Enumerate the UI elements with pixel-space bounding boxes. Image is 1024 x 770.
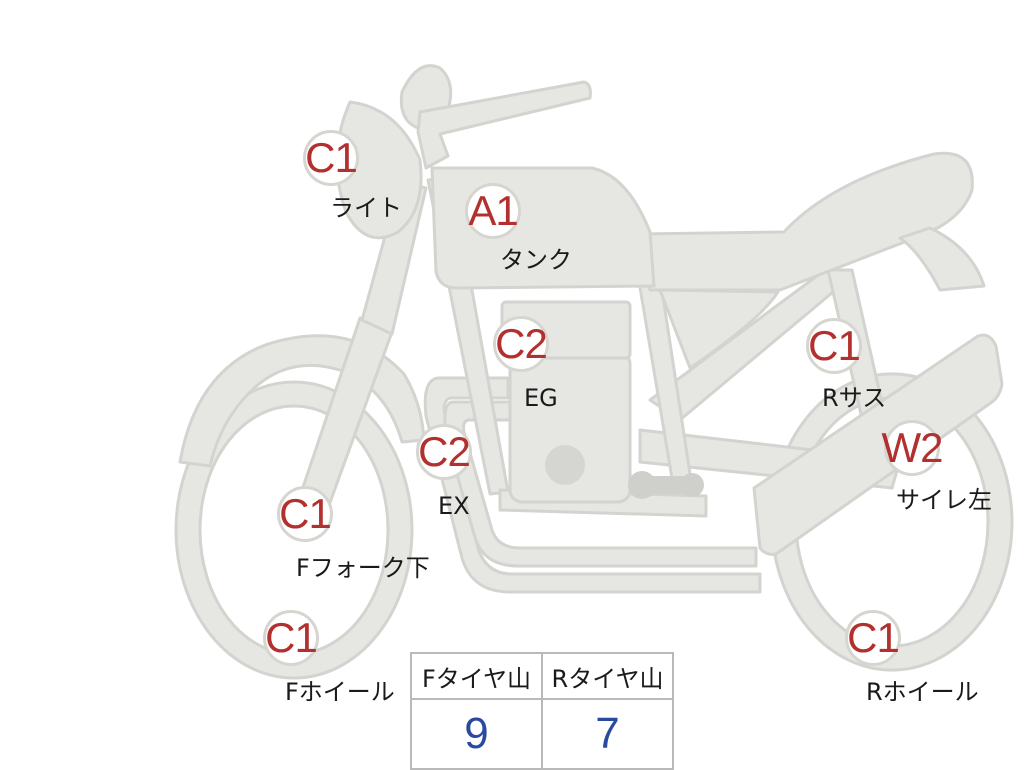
front-tread-value: 9 (410, 698, 543, 770)
label-muffler-left: サイレ左 (896, 486, 992, 514)
label-front-fork: Fフォーク下 (296, 554, 430, 582)
exhaust-upper-shape (423, 376, 762, 594)
grade-marker-light[interactable]: C1 (303, 130, 359, 186)
rear-cowl-shape (898, 226, 986, 292)
grade-marker-tank[interactable]: A1 (465, 183, 521, 239)
grade-marker-rear-suspension[interactable]: C1 (806, 318, 862, 374)
label-rear-wheel: Rホイール (866, 678, 979, 706)
grade-marker-exhaust[interactable]: C2 (416, 424, 472, 480)
muffler-shape (752, 333, 1004, 556)
grade-marker-muffler-left[interactable]: W2 (882, 420, 944, 476)
label-rear-suspension: Rサス (822, 384, 887, 412)
label-front-wheel: Fホイール (285, 678, 395, 706)
footpeg-knob-2-shape (680, 473, 704, 497)
footpeg-knob-shape (628, 471, 656, 499)
grade-marker-front-wheel[interactable]: C1 (263, 610, 319, 666)
rear-tread-value: 7 (541, 698, 674, 770)
label-tank: タンク (500, 246, 572, 274)
grade-marker-front-fork[interactable]: C1 (277, 486, 333, 542)
grade-marker-rear-wheel[interactable]: C1 (845, 610, 901, 666)
handlebar-shape (416, 80, 592, 170)
side-panel-shape (658, 288, 780, 370)
label-engine: EG (524, 384, 558, 412)
tire-tread-table: Fタイヤ山 Rタイヤ山 9 7 (410, 652, 674, 770)
seat-shape (636, 151, 974, 292)
grade-marker-engine[interactable]: C2 (493, 316, 549, 372)
label-exhaust: EX (438, 492, 470, 520)
engine-cover-shape (545, 445, 585, 485)
label-light: ライト (330, 194, 402, 222)
front-tread-header: Fタイヤ山 (410, 652, 543, 700)
rear-tread-header: Rタイヤ山 (541, 652, 674, 700)
